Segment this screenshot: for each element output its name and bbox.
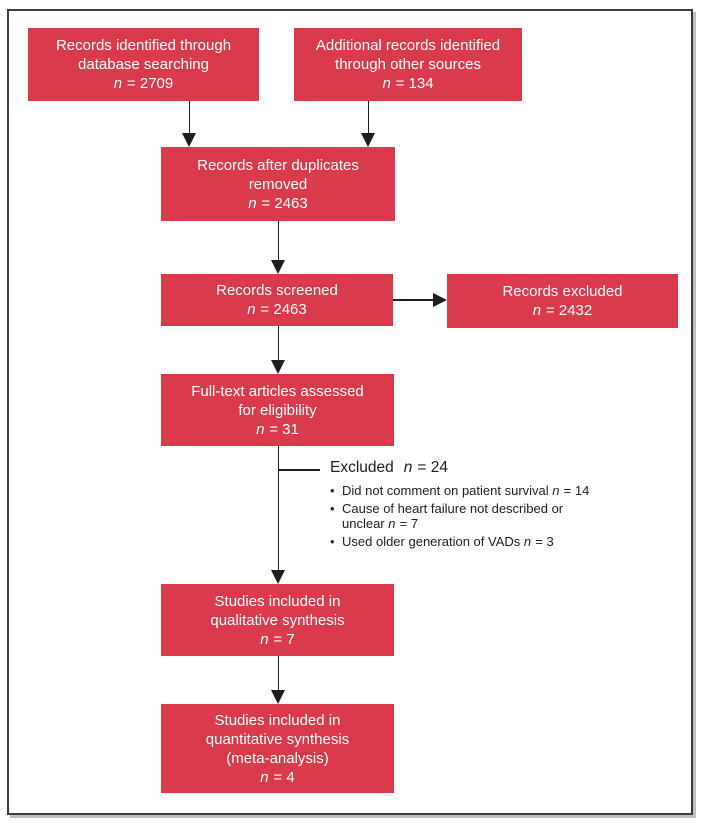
box-records-excluded: Records excluded n= 2432 [447,274,678,328]
n-symbol: n [382,75,391,92]
box-count: n= 2463 [248,194,308,212]
arrow-down-icon [361,133,375,147]
box-quantitative-synthesis: Studies included in quantitative synthes… [161,704,394,793]
arrow-right-icon [433,293,447,307]
box-count: n= 2709 [113,75,174,92]
box-line: Studies included in [214,711,341,729]
box-line: Full-text articles assessed [191,382,364,400]
box-line: Records identified through [55,37,232,54]
box-line: for eligibility [238,401,317,419]
connector-line [393,299,433,301]
box-line: (meta-analysis) [226,749,329,767]
box-count: n= 31 [256,420,299,438]
n-symbol: n [248,194,257,212]
n-symbol: n [247,301,256,318]
exclusion-title-label: Excluded [330,459,394,476]
box-count: n= 134 [382,75,434,92]
box-fulltext-assessed: Full-text articles assessed for eligibil… [161,374,394,446]
exclusion-item: Did not comment on patient survival n= 1… [330,483,602,499]
n-symbol: n [403,459,413,476]
arrow-down-icon [271,570,285,584]
box-line: Records after duplicates [197,156,359,174]
connector-line [277,326,279,360]
box-count: n= 2432 [532,302,593,319]
connector-line [277,221,279,261]
n-symbol: n [260,630,269,648]
n-symbol: n [388,515,396,531]
box-additional-records: Additional records identified through ot… [294,28,522,101]
exclusion-list: Did not comment on patient survival n= 1… [330,483,602,550]
arrow-down-icon [271,260,285,274]
box-records-identified: Records identified through database sear… [28,28,259,101]
exclusion-item: Used older generation of VADs n= 3 [330,533,602,550]
n-symbol: n [523,533,532,549]
n-symbol: n [552,483,560,498]
n-symbol: n [532,302,542,319]
arrow-down-icon [271,360,285,374]
arrow-down-icon [182,133,196,147]
box-count: n= 4 [260,768,295,786]
box-line: through other sources [335,56,481,73]
connector-line [188,101,190,134]
n-symbol: n [256,420,265,438]
box-count: n= 7 [260,630,295,648]
box-line: qualitative synthesis [210,611,345,629]
connector-line [367,101,369,134]
connector-line [277,446,279,570]
n-symbol: n [260,768,269,786]
box-line: quantitative synthesis [205,730,350,748]
arrow-down-icon [271,690,285,704]
box-line: Records excluded [502,283,623,300]
box-line: Records screened [216,282,338,299]
exclusion-item: Cause of heart failure not described or … [330,501,602,531]
box-count: n= 2463 [247,301,307,318]
exclusion-stub-line [278,469,320,471]
box-duplicates-removed: Records after duplicates removed n= 2463 [161,147,395,221]
box-line: database searching [78,56,209,73]
box-line: Additional records identified [315,37,501,54]
box-line: removed [248,175,308,193]
box-qualitative-synthesis: Studies included in qualitative synthesi… [161,584,394,656]
n-symbol: n [113,75,123,92]
box-line: Studies included in [214,592,341,610]
box-records-screened: Records screened n= 2463 [161,274,393,326]
connector-line [277,656,279,690]
